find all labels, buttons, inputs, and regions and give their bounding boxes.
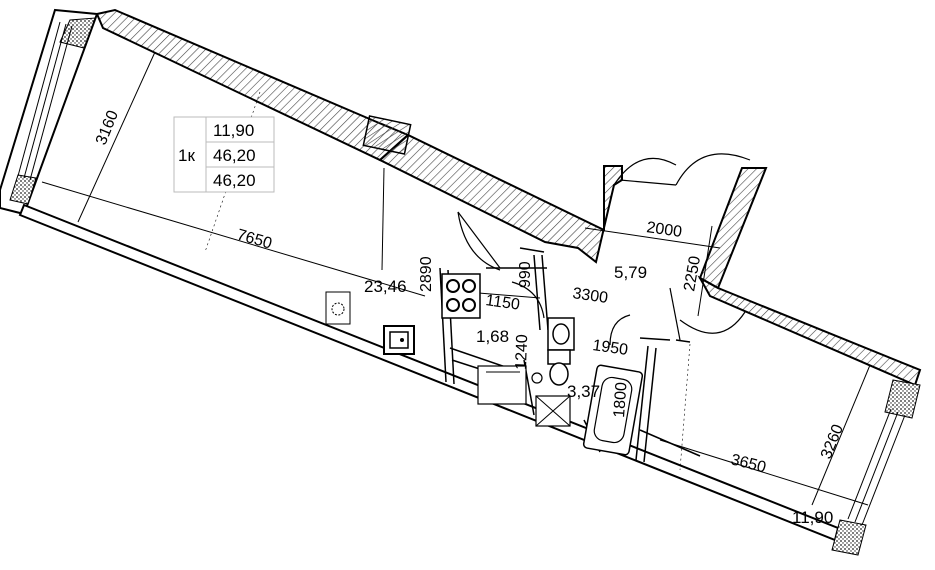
dim-1950: 1950 <box>591 337 629 359</box>
washbasin-icon <box>547 317 575 351</box>
main-room-area: 23,46 <box>364 277 407 296</box>
living-area-value: 11,90 <box>213 121 254 140</box>
dim-3650: 3650 <box>729 451 768 476</box>
bathroom-area: 3,37 <box>567 382 600 401</box>
ventilation-icon <box>325 291 351 325</box>
dim-2000: 2000 <box>645 219 683 241</box>
wc-area: 1,68 <box>476 327 509 346</box>
room-guides <box>204 91 691 471</box>
hall-top-wall <box>378 133 623 264</box>
rooms-count-label: 1к <box>178 146 195 165</box>
area-summary-table: 1к 11,90 46,20 46,20 <box>173 116 275 193</box>
sink-icon <box>383 325 415 355</box>
dim-1150: 1150 <box>484 292 521 314</box>
dim-7650: 7650 <box>235 227 274 253</box>
dim-1800: 1800 <box>611 381 630 418</box>
dim-3260: 3260 <box>818 422 847 461</box>
walls <box>0 8 922 542</box>
total-area-value: 46,20 <box>213 146 256 165</box>
stove-icon <box>441 273 481 319</box>
washing-machine-icon <box>535 395 571 427</box>
dim-2890: 2890 <box>418 256 435 292</box>
balcony-area: 11,90 <box>792 508 833 527</box>
hall-right-wall <box>698 167 768 290</box>
hall-area: 5,79 <box>614 263 647 282</box>
door-swings <box>457 153 751 346</box>
dim-990: 990 <box>517 261 534 288</box>
right-window <box>847 408 906 526</box>
insulation-strips <box>9 17 921 556</box>
cabinet <box>477 365 527 405</box>
dim-3300: 3300 <box>571 285 609 307</box>
total-area-with-balcony-value: 46,20 <box>213 171 256 190</box>
left-window <box>17 21 73 181</box>
dim-3160: 3160 <box>93 108 122 147</box>
right-room-top-wall <box>697 275 922 387</box>
toilet-icon <box>531 349 571 386</box>
dim-2250: 2250 <box>681 255 704 293</box>
dimension-lines <box>41 51 871 506</box>
bathtub-icon <box>582 364 644 456</box>
dim-1240: 1240 <box>513 334 531 370</box>
